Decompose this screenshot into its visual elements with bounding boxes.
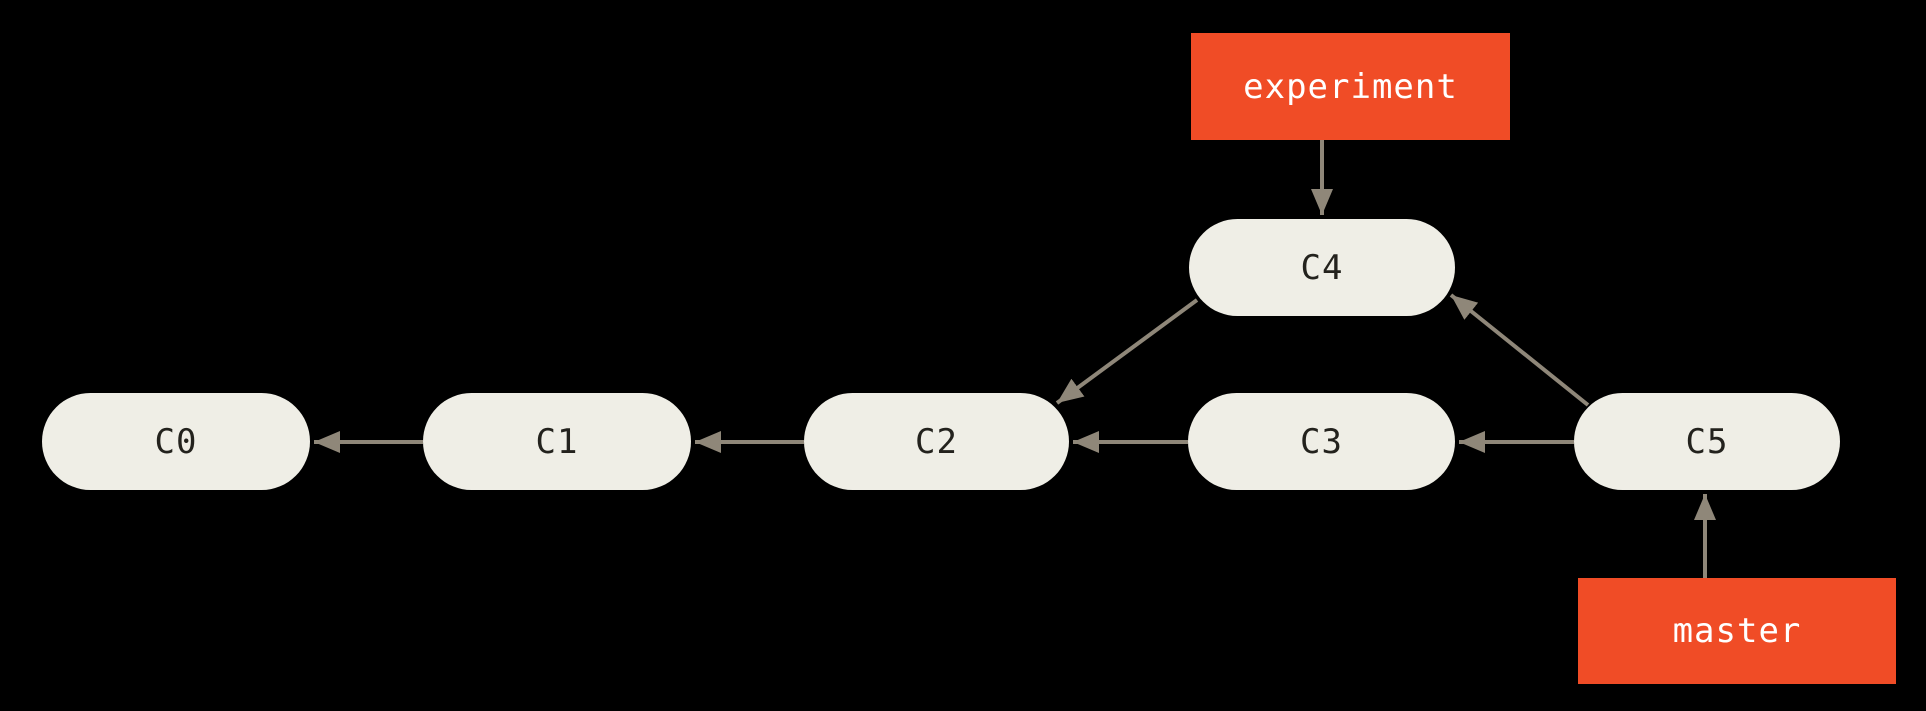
- commit-label: C1: [535, 421, 579, 462]
- commit-node-c5: C5: [1574, 393, 1840, 490]
- commit-node-c0: C0: [42, 393, 310, 490]
- branch-label-text: master: [1672, 611, 1802, 651]
- commit-node-c2: C2: [804, 393, 1069, 490]
- edge-c5-to-c4: [1449, 293, 1590, 407]
- branch-label-text: experiment: [1243, 66, 1458, 107]
- commit-label: C0: [154, 421, 198, 462]
- commit-label: C2: [915, 421, 958, 462]
- commit-label: C4: [1300, 247, 1344, 288]
- branch-label-experiment: experiment: [1191, 33, 1510, 140]
- edge-c4-to-c2: [1055, 298, 1199, 405]
- commit-node-c3: C3: [1188, 393, 1455, 490]
- branch-label-master: master: [1578, 578, 1896, 684]
- commit-node-c4: C4: [1189, 219, 1455, 316]
- commit-label: C5: [1685, 421, 1729, 462]
- commit-node-c1: C1: [423, 393, 691, 490]
- commit-label: C3: [1300, 421, 1343, 462]
